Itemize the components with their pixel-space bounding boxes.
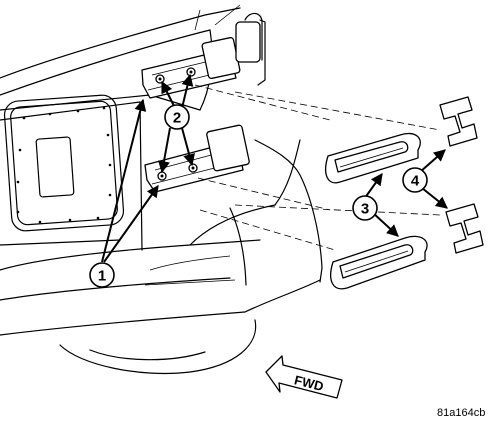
alignment-lines: [194, 84, 441, 251]
fwd-label: FWD: [293, 372, 325, 394]
upper-cover-clip: [439, 96, 478, 147]
lower-hinge: [144, 124, 250, 193]
leader-lines: [101, 73, 448, 263]
lower-cover-clip: [445, 203, 484, 254]
svg-text:3: 3: [361, 201, 369, 218]
svg-text:4: 4: [411, 173, 420, 190]
spare-tire: [59, 319, 257, 375]
callout-2: 2: [164, 104, 190, 130]
svg-text:2: 2: [173, 110, 181, 127]
svg-text:1: 1: [98, 268, 106, 285]
rear-bumper: [0, 139, 323, 336]
lower-hinge-cover: [330, 235, 428, 290]
figure-id-label: 81a164cb: [437, 407, 485, 419]
callout-1: 1: [89, 262, 115, 288]
upper-hinge: [141, 12, 266, 99]
forward-direction-arrow: FWD: [265, 355, 343, 399]
tailgate-inner-panel: [3, 94, 125, 232]
upper-hinge-cover: [325, 132, 421, 184]
callout-3: 3: [352, 195, 378, 221]
callout-4: 4: [402, 167, 428, 193]
vehicle-rear-body: [0, 4, 241, 251]
